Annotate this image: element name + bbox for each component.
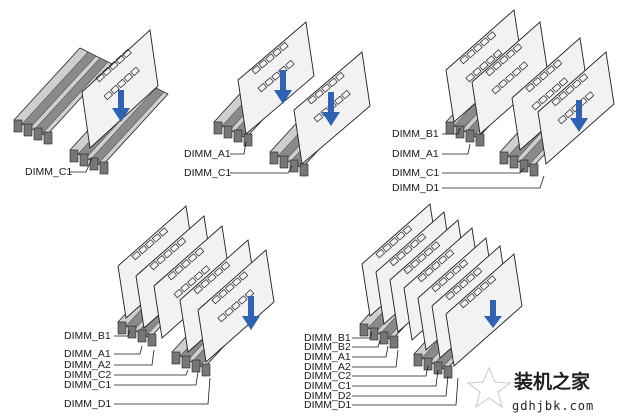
leader-line — [114, 345, 143, 355]
insert-arrow-icon — [484, 300, 502, 328]
label-dimm-c1: DIMM_C1 — [304, 380, 351, 392]
leader-line — [230, 165, 293, 174]
label-dimm-d1: DIMM_D1 — [392, 182, 439, 194]
memory-module — [197, 249, 275, 363]
label-dimm-c2: DIMM_C2 — [64, 369, 111, 381]
leader-line — [114, 371, 199, 386]
leader-line — [114, 369, 189, 376]
memory-module — [81, 29, 159, 149]
label-dimm-b1: DIMM_B1 — [392, 128, 439, 140]
watermark-title: 装机之家 — [513, 370, 591, 393]
label-dimm-b1: DIMM_B1 — [64, 330, 111, 342]
star-logo-icon — [466, 366, 512, 409]
label-dimm-a2: DIMM_A2 — [64, 359, 111, 371]
memory-module — [237, 21, 315, 135]
memory-module — [445, 253, 523, 367]
label-dimm-c1: DIMM_C1 — [64, 379, 111, 391]
panel-one-dimm: DIMM_C1 — [13, 29, 169, 178]
label-dimm-c1: DIMM_C1 — [25, 166, 72, 178]
label-dimm-b1: DIMM_B1 — [304, 332, 351, 344]
watermark: 装机之家 gdhjbk.com — [466, 366, 594, 413]
leader-line — [352, 369, 439, 387]
label-dimm-d1: DIMM_D1 — [64, 398, 111, 410]
leader-line — [352, 331, 373, 339]
panel-six-dimm: DIMM_B1 DIMM_A1 DIMM_A2 DIMM_C2 DIMM_C1 … — [64, 205, 275, 410]
panel-eight-dimm: DIMM_B1 DIMM_B2 DIMM_A1 DIMM_A2 DIMM_C2 … — [304, 203, 523, 411]
leader-line — [352, 349, 399, 368]
leader-line — [442, 127, 461, 135]
label-dimm-b2: DIMM_B2 — [304, 341, 351, 353]
leader-line — [352, 345, 389, 358]
panel-two-dimm: DIMM_A1 DIMM_C1 — [184, 21, 371, 179]
label-dimm-c1: DIMM_C1 — [392, 167, 439, 179]
insert-arrow-icon — [274, 70, 292, 104]
leader-line — [442, 175, 545, 189]
insert-arrow-icon — [570, 100, 588, 132]
leader-line — [114, 349, 155, 366]
leader-line — [442, 143, 471, 155]
panel-four-dimm: DIMM_B1 DIMM_A1 DIMM_C1 DIMM_D1 — [392, 9, 615, 194]
leader-line — [70, 157, 93, 173]
label-dimm-a1: DIMM_A1 — [392, 148, 439, 160]
slot-bank-left — [13, 47, 113, 145]
label-dimm-a2: DIMM_A2 — [304, 361, 351, 373]
leader-line — [352, 365, 429, 377]
leader-line — [352, 375, 449, 397]
insert-arrow-icon — [322, 92, 340, 126]
leader-line — [114, 377, 211, 405]
insert-arrow-icon — [112, 90, 130, 122]
label-dimm-c1: DIMM_C1 — [184, 167, 231, 179]
leader-line — [352, 377, 459, 406]
label-dimm-a1: DIMM_A1 — [184, 148, 231, 160]
watermark-url: gdhjbk.com — [512, 399, 594, 413]
leader-line — [352, 339, 381, 348]
label-dimm-c2: DIMM_C2 — [304, 370, 351, 382]
label-dimm-a1: DIMM_A1 — [64, 348, 111, 360]
label-dimm-a1: DIMM_A1 — [304, 351, 351, 363]
leader-line — [442, 167, 525, 174]
leader-line — [114, 329, 131, 337]
label-dimm-d2: DIMM_D2 — [304, 390, 351, 402]
insert-arrow-icon — [242, 296, 260, 330]
leader-line — [230, 141, 247, 155]
label-dimm-d1: DIMM_D1 — [304, 399, 351, 411]
